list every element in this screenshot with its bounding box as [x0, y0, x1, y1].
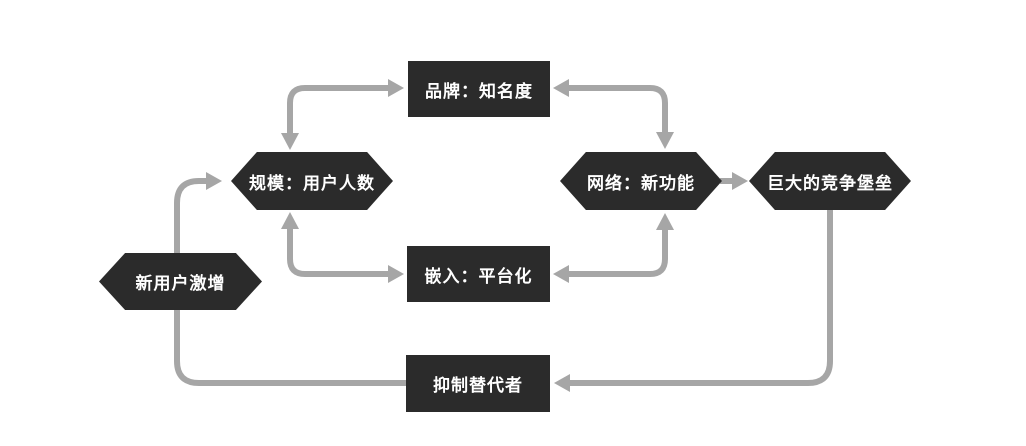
- arrowhead-right-into-scale: [206, 172, 222, 190]
- node-embed: 嵌入：平台化: [407, 246, 550, 302]
- edge-network-fortress: [720, 172, 748, 190]
- node-suppress-label: 抑制替代者: [433, 376, 523, 395]
- edge-scale-brand: [281, 79, 404, 150]
- edge-fortress-suppress: [554, 208, 833, 392]
- node-fortress-label: 巨大的竞争堡垒: [767, 173, 893, 193]
- edge-brand-network-line: [568, 85, 668, 133]
- arrowhead-up-into-network: [656, 213, 674, 230]
- edge-fortress-suppress-line: [570, 208, 833, 386]
- node-fortress: 巨大的竞争堡垒: [749, 152, 911, 210]
- edge-embed-network-line: [568, 229, 668, 277]
- node-embed-label: 嵌入：平台化: [424, 266, 533, 286]
- arrowhead-left-into-suppress: [554, 374, 570, 392]
- edge-scale-embed-line: [287, 228, 390, 277]
- node-network-label: 网络：新功能: [587, 173, 695, 193]
- arrowhead-right-into-fortress: [732, 172, 748, 190]
- node-brand-label: 品牌：知名度: [425, 81, 533, 101]
- node-suppress: 抑制替代者: [406, 355, 550, 412]
- edge-embed-network: [553, 213, 674, 283]
- arrowhead-down-into-scale: [281, 133, 299, 150]
- arrowhead-right-into-embed: [388, 265, 404, 283]
- arrowhead-left-into-embed: [553, 265, 569, 283]
- edge-scale-brand-line: [287, 85, 390, 134]
- node-scale: 规模：用户人数: [231, 152, 393, 210]
- node-scale-label: 规模：用户人数: [249, 173, 375, 193]
- arrowhead-right-into-brand: [388, 79, 404, 97]
- arrowhead-down-into-network: [656, 132, 674, 149]
- node-surge-label: 新用户激增: [135, 274, 226, 293]
- arrowhead-up-into-scale: [281, 212, 299, 229]
- edge-scale-embed: [281, 212, 404, 283]
- node-network: 网络：新功能: [560, 152, 722, 210]
- arrowhead-left-into-brand: [553, 79, 569, 97]
- edge-brand-network: [553, 79, 674, 149]
- node-brand: 品牌：知名度: [408, 61, 550, 117]
- node-surge: 新用户激增: [99, 253, 262, 310]
